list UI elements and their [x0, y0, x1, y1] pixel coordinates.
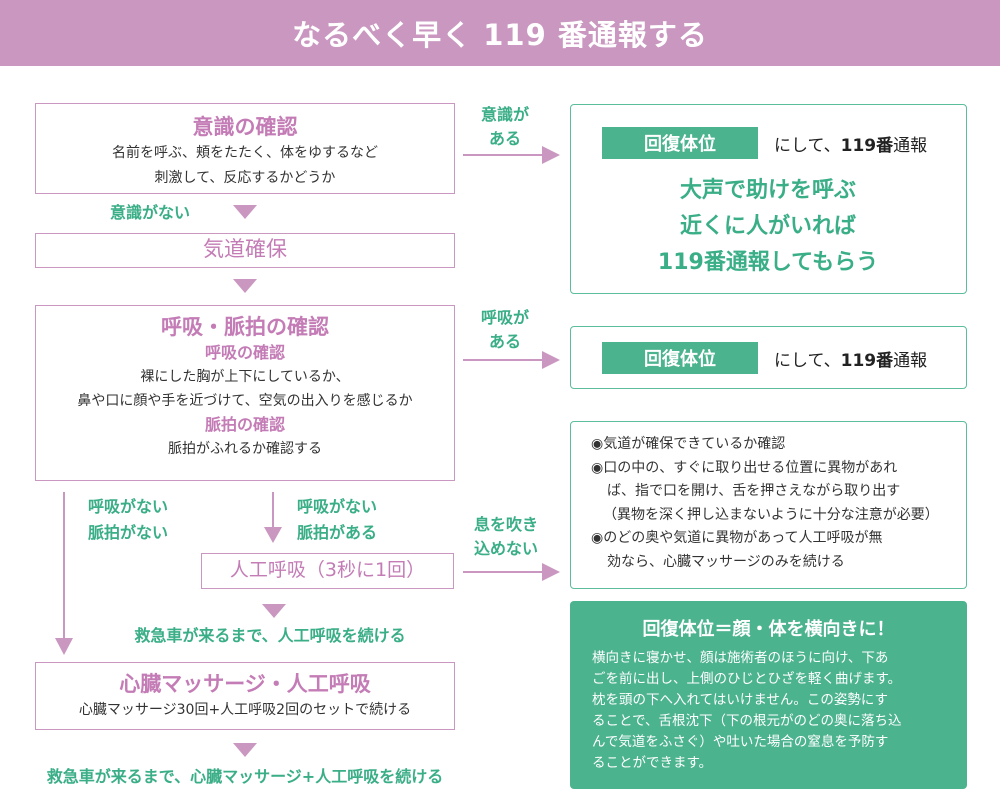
- down-arrow-1: [233, 205, 257, 219]
- result2-note: にして、119番通報: [774, 346, 927, 371]
- recovery-line-3: 枕を頭の下へ入れてはいけません。この姿勢にす: [592, 692, 889, 708]
- recovery-line-2: ごを前に出し、上側のひじとひざを軽く曲げます。: [592, 671, 902, 687]
- recovery-line-6: ることができます。: [592, 755, 713, 771]
- airway-heading: 気道確保: [203, 237, 287, 261]
- down-arrow-4: [233, 743, 257, 757]
- result2-note-post: 通報: [893, 351, 928, 371]
- recovery-position-chip-2: 回復体位: [602, 342, 758, 374]
- result3-item2b: ば、指で口を開け、舌を押さえながら取り出す: [607, 483, 901, 500]
- breathing-sub2: 脈拍の確認: [204, 415, 285, 434]
- down-arrow-3: [262, 604, 286, 618]
- recovery-panel-title: 回復体位＝顔・体を横向きに！: [642, 619, 895, 640]
- result1-big2: 近くに人がいれば: [679, 214, 856, 239]
- result3-item2a: ◉口の中の、すぐに取り出せる位置に異物があれ: [591, 459, 898, 476]
- arrow-no-air-label: 息を吹き 込めない: [458, 513, 554, 561]
- continue-rescue-text: 救急車が来るまで、人工呼吸を続ける: [134, 626, 406, 645]
- label-no-breath-pulse: 呼吸がない 脈拍がある: [297, 494, 377, 546]
- breathing-heading: 呼吸・脈拍の確認: [161, 315, 329, 339]
- consciousness-line2: 刺激して、反応するかどうか: [154, 170, 336, 186]
- label-no-breath-no-pulse-line1: 呼吸がない: [88, 497, 169, 516]
- arrow-to-cpr-head: [55, 638, 73, 655]
- result2-note-bold: 119番: [840, 351, 894, 371]
- arrow-conscious-label: 意識が ある: [470, 103, 540, 151]
- result1-note-post: 通報: [893, 136, 928, 156]
- result-conscious-box: 回復体位 にして、119番通報 大声で助けを呼ぶ 近くに人がいれば 119番通報…: [570, 104, 967, 294]
- continue-cpr-text: 救急車が来るまで、心臓マッサージ+人工呼吸を続ける: [46, 767, 444, 786]
- artificial-respiration-box: 人工呼吸（3秒に1回）: [201, 553, 454, 589]
- result3-item3a: ◉のどの奥や気道に異物があって人工呼吸が無: [591, 530, 883, 547]
- arrow-breathing-label-line1: 呼吸が: [480, 308, 529, 327]
- down-arrow-2: [233, 279, 257, 293]
- result-breathing-box: 回復体位 にして、119番通報: [570, 326, 967, 389]
- arrow-breathing-label: 呼吸が ある: [470, 306, 540, 354]
- result3-item1: ◉気道が確保できているか確認: [591, 436, 786, 452]
- result3-item2c: （異物を深く押し込まないように十分な注意が必要）: [603, 506, 939, 523]
- arrow-conscious-head: [542, 146, 560, 164]
- recovery-line-4: ることで、舌根沈下（下の根元がのどの奥に落ち込: [592, 713, 902, 729]
- breathing-check-box: 呼吸・脈拍の確認 呼吸の確認 裸にした胸が上下にしているか、 鼻や口に顔や手を近…: [35, 305, 455, 481]
- page-title: なるべく早く 119 番通報する: [0, 0, 1000, 66]
- consciousness-line1: 名前を呼ぶ、頬をたたく、体をゆするなど: [112, 145, 378, 161]
- result3-item3b: 効なら、心臓マッサージのみを続ける: [607, 553, 845, 570]
- label-no-breath-no-pulse: 呼吸がない 脈拍がない: [88, 494, 168, 546]
- cpr-box: 心臓マッサージ・人工呼吸 心臓マッサージ30回+人工呼吸2回のセットで続ける: [35, 662, 455, 730]
- recovery-panel-body: 横向きに寝かせ、顔は施術者のほうに向け、下あ ごを前に出し、上側のひじとひざを軽…: [570, 641, 967, 774]
- cpr-line1: 心臓マッサージ30回+人工呼吸2回のセットで続ける: [78, 702, 412, 718]
- result1-note: にして、119番通報: [774, 131, 927, 156]
- result2-note-pre: にして、: [774, 351, 841, 371]
- arrow-breathing-label-line2: ある: [488, 332, 521, 351]
- recovery-line-5: んで気道をふさぐ）や吐いた場合の窒息を予防す: [592, 734, 889, 750]
- arrow-conscious-label-line2: ある: [488, 129, 521, 148]
- consciousness-heading: 意識の確認: [192, 115, 298, 139]
- arrow-no-air-label-line2: 込めない: [473, 539, 538, 558]
- breathing-line1: 裸にした胸が上下にしているか、: [140, 369, 350, 385]
- result3-list: ◉気道が確保できているか確認 ◉口の中の、すぐに取り出せる位置に異物があれ ば、…: [591, 433, 963, 575]
- result1-big3: 119番通報してもらう: [657, 250, 879, 275]
- result1-note-bold: 119番: [840, 136, 894, 156]
- label-no-breath-pulse-line1: 呼吸がない: [297, 497, 378, 516]
- arrow-no-air-label-line1: 息を吹き: [473, 515, 538, 534]
- result1-note-pre: にして、: [774, 136, 841, 156]
- artificial-heading: 人工呼吸（3秒に1回）: [229, 559, 426, 581]
- airway-box: 気道確保: [35, 233, 455, 268]
- recovery-position-chip: 回復体位: [602, 127, 758, 159]
- label-no-consciousness: 意識がない: [110, 203, 191, 222]
- consciousness-check-box: 意識の確認 名前を呼ぶ、頬をたたく、体をゆするなど 刺激して、反応するかどうか: [35, 103, 455, 194]
- breathing-line2: 鼻や口に顔や手を近づけて、空気の出入りを感じるか: [77, 393, 413, 409]
- breathing-sub1: 呼吸の確認: [204, 343, 285, 362]
- arrow-to-artificial-head: [264, 527, 282, 543]
- arrow-breathing-head: [542, 351, 560, 369]
- arrow-no-air-head: [542, 563, 560, 581]
- arrow-conscious-label-line1: 意識が: [480, 105, 529, 124]
- recovery-line-1: 横向きに寝かせ、顔は施術者のほうに向け、下あ: [592, 650, 889, 666]
- label-no-breath-no-pulse-line2: 脈拍がない: [88, 523, 169, 542]
- label-no-breath-pulse-line2: 脈拍がある: [297, 523, 378, 542]
- breathing-line3: 脈拍がふれるか確認する: [168, 441, 322, 457]
- cpr-heading: 心臓マッサージ・人工呼吸: [119, 672, 371, 696]
- result1-big1: 大声で助けを呼ぶ: [679, 178, 856, 203]
- result1-instructions: 大声で助けを呼ぶ 近くに人がいれば 119番通報してもらう: [571, 173, 965, 281]
- result-no-air-box: ◉気道が確保できているか確認 ◉口の中の、すぐに取り出せる位置に異物があれ ば、…: [570, 421, 967, 589]
- recovery-position-panel: 回復体位＝顔・体を横向きに！ 横向きに寝かせ、顔は施術者のほうに向け、下あ ごを…: [570, 601, 967, 789]
